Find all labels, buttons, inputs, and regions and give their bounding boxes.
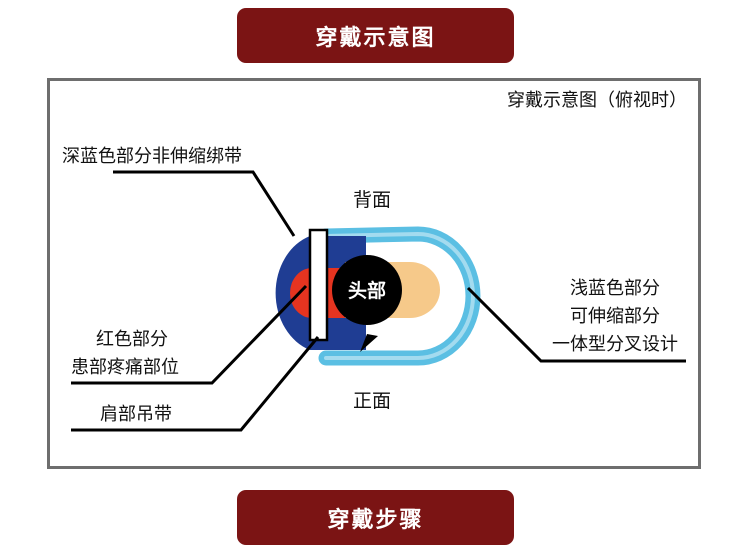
head-shadow [360,334,378,352]
light-blue-band-highlight [324,231,475,360]
dark-blue-leader-line [113,170,296,237]
front-label: 正面 [353,390,391,412]
shoulder-strap-bar [308,228,329,342]
title-banner-top: 穿戴示意图 [237,8,514,63]
dark-blue-callout-label: 深蓝色部分非伸缩绑带 [62,146,242,167]
strap-leader-line [71,336,320,432]
light-blue-leader-line [466,286,686,363]
light-blue-callout-line1: 浅蓝色部分 [570,278,660,299]
diagram-frame [47,78,701,469]
light-blue-callout-line3: 一体型分叉设计 [552,334,678,355]
red-callout-label-line1: 红色部分 [96,329,168,350]
title-banner-bottom: 穿戴步骤 [237,490,514,545]
light-blue-callout-line2: 可伸缩部分 [570,306,660,327]
red-leader-line [71,284,308,385]
head-label: 头部 [348,279,386,302]
view-title: 穿戴示意图（俯视时） [507,90,687,111]
back-label: 背面 [353,189,391,211]
head-circle [332,255,402,325]
red-callout-label-line2: 患部疼痛部位 [71,357,179,378]
strap-callout-label: 肩部吊带 [100,404,172,425]
